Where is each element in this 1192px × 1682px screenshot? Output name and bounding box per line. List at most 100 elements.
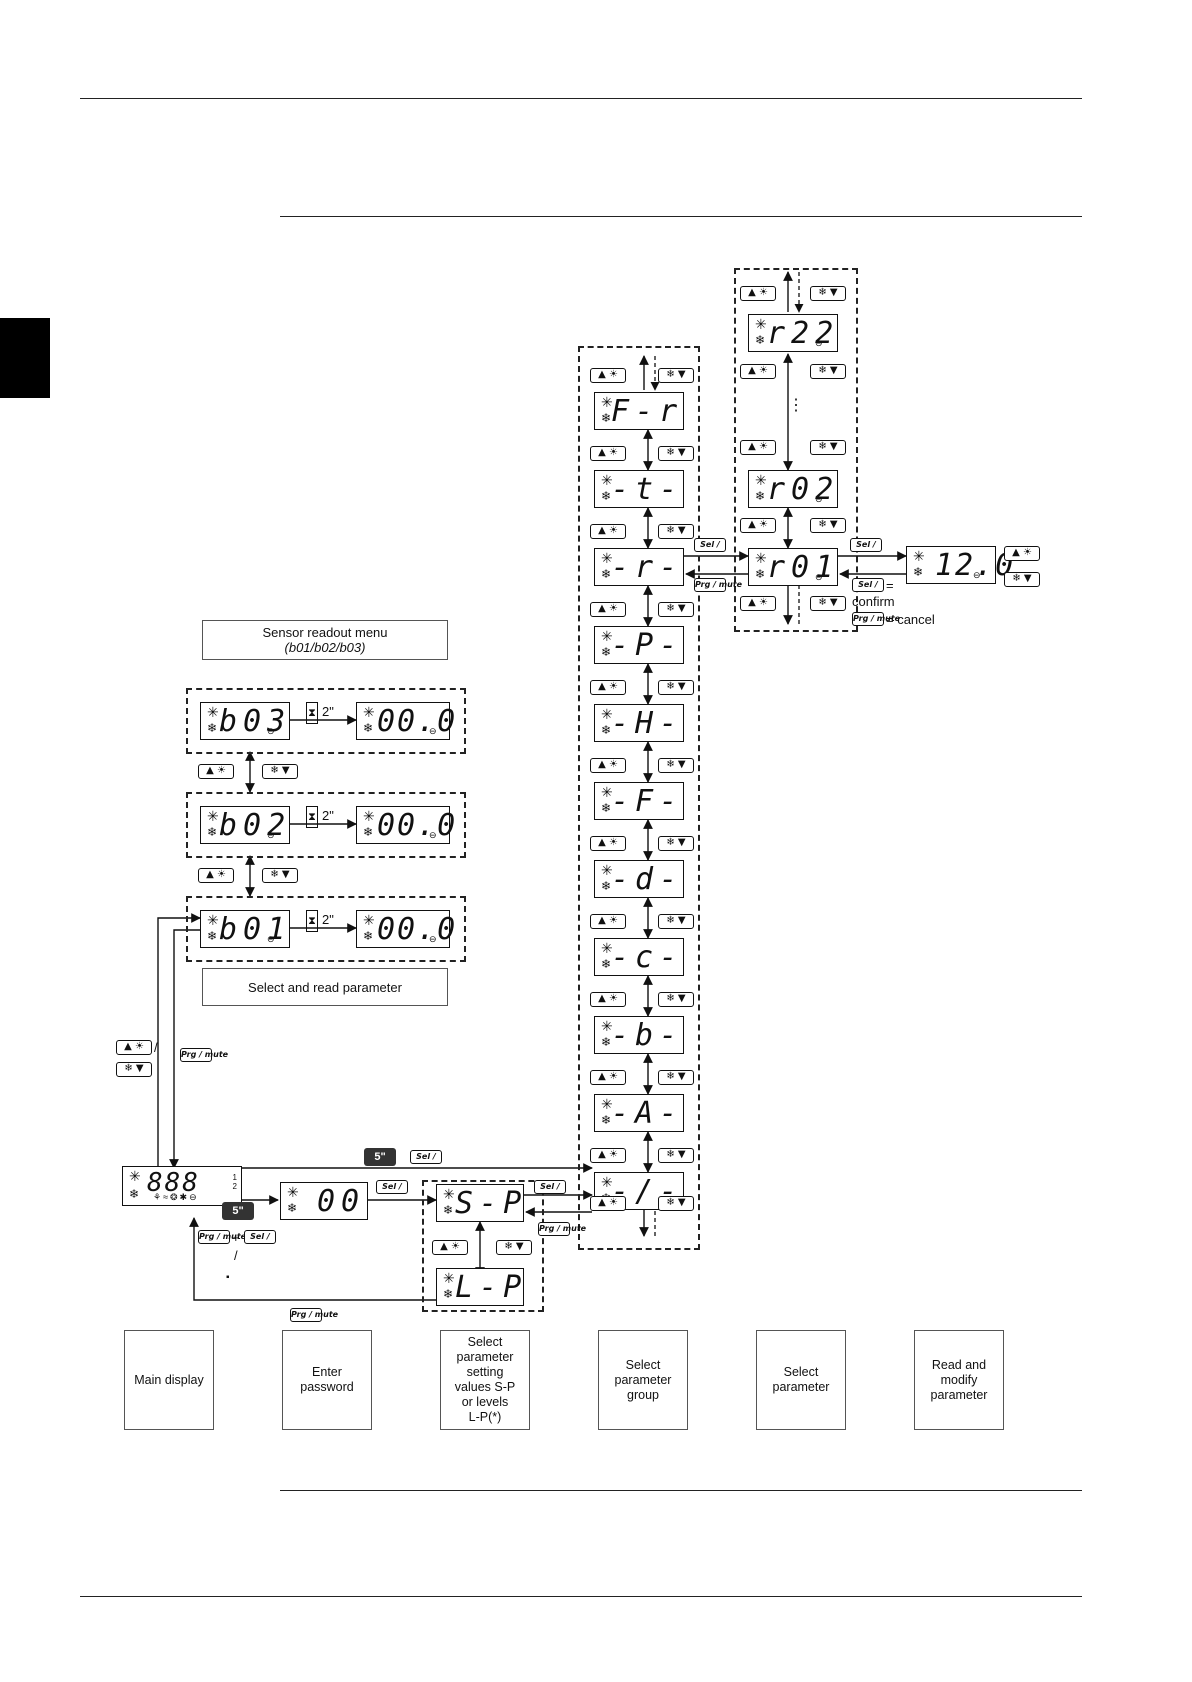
up-key[interactable]: ▲ ☀ — [740, 518, 776, 533]
step-text-1: Enter password — [300, 1365, 354, 1394]
status-icons: ⚘≈❂✱⊖ — [153, 1192, 199, 1202]
sensor-b03-frame — [186, 688, 466, 754]
param-r22-digits: r22 — [767, 316, 840, 351]
up-key[interactable]: ▲ ☀ — [590, 992, 626, 1007]
sensor-readout-menu-label: Sensor readout menu (b01/b02/b03) — [202, 620, 448, 660]
sel-key[interactable]: Sel / — [850, 538, 882, 552]
prg-key[interactable]: Prg / mute — [290, 1308, 338, 1322]
sensor-readout-sub: (b01/b02/b03) — [284, 640, 366, 655]
sensor-b01-frame — [186, 896, 466, 962]
sun-icon: ✳ — [755, 316, 767, 332]
up-key[interactable]: ▲ ☀ — [740, 440, 776, 455]
param-r02-digits: r02 — [767, 472, 840, 507]
down-key[interactable]: ❄ ▼ — [658, 992, 694, 1007]
step-box-2: Select parameter setting values S-P or l… — [440, 1330, 530, 1430]
snowflake-icon: ❄ — [601, 645, 612, 659]
snowflake-icon: ❄ — [207, 721, 218, 735]
down-key[interactable]: ❄ ▼ — [658, 368, 694, 383]
clock-icon: ⊖ — [267, 726, 275, 736]
sensor-value-digits: 00.0 — [377, 912, 458, 947]
up-key[interactable]: ▲ ☀ — [1004, 546, 1040, 561]
sel-key[interactable]: Sel / — [852, 578, 884, 592]
down-key[interactable]: ❄ ▼ — [658, 1070, 694, 1085]
up-key[interactable]: ▲ ☀ — [590, 1148, 626, 1163]
up-key[interactable]: ▲ ☀ — [116, 1040, 152, 1055]
section-bottom-rule — [280, 1490, 1082, 1491]
step-box-3: Select parameter group — [598, 1330, 688, 1430]
sel-key[interactable]: Sel / — [534, 1180, 566, 1194]
up-key[interactable]: ▲ ☀ — [590, 836, 626, 851]
param-column-frame — [734, 268, 858, 632]
down-key[interactable]: ❄ ▼ — [1004, 572, 1040, 587]
down-key[interactable]: ❄ ▼ — [810, 364, 846, 379]
up-key[interactable]: ▲ ☀ — [590, 1196, 626, 1211]
up-key[interactable]: ▲ ☀ — [590, 758, 626, 773]
prg-key[interactable]: Prg / mute — [180, 1048, 228, 1062]
up-key[interactable]: ▲ ☀ — [432, 1240, 468, 1255]
clock-icon: ⊖ — [815, 572, 823, 582]
snowflake-icon: ❄ — [755, 489, 766, 503]
down-key[interactable]: ❄ ▼ — [496, 1240, 532, 1255]
down-key[interactable]: ❄ ▼ — [658, 446, 694, 461]
up-key[interactable]: ▲ ☀ — [590, 602, 626, 617]
snowflake-icon: ❄ — [129, 1187, 140, 1201]
up-key[interactable]: ▲ ☀ — [740, 364, 776, 379]
down-key[interactable]: ❄ ▼ — [658, 758, 694, 773]
sel-key[interactable]: Sel / — [244, 1230, 276, 1244]
sun-icon: ✳ — [601, 550, 613, 566]
clock-icon: ⊖ — [429, 726, 437, 736]
down-key[interactable]: ❄ ▼ — [658, 1148, 694, 1163]
group-digits-6: -d- — [611, 862, 684, 897]
up-key[interactable]: ▲ ☀ — [740, 596, 776, 611]
hourglass-icon: ⧗ — [306, 910, 318, 932]
down-key[interactable]: ❄ ▼ — [810, 440, 846, 455]
param-r02-lcd: ✳ ❄ r02 ⊖ — [748, 470, 838, 508]
hourglass-icon: ⧗ — [306, 806, 318, 828]
prg-key[interactable]: Prg / mute — [538, 1222, 586, 1236]
down-key[interactable]: ❄ ▼ — [658, 602, 694, 617]
down-key[interactable]: ❄ ▼ — [658, 680, 694, 695]
down-key[interactable]: ❄ ▼ — [262, 764, 298, 779]
prg-key[interactable]: Prg / mute — [694, 578, 742, 592]
down-key[interactable]: ❄ ▼ — [658, 914, 694, 929]
group-digits-2: -r- — [611, 550, 684, 585]
sun-icon: ✳ — [207, 912, 219, 928]
down-key[interactable]: ❄ ▼ — [116, 1062, 152, 1077]
sensor-b02-frame — [186, 792, 466, 858]
down-key[interactable]: ❄ ▼ — [262, 868, 298, 883]
step-box-5: Read and modify parameter — [914, 1330, 1004, 1430]
sp-digits: S-P — [455, 1186, 528, 1221]
down-key[interactable]: ❄ ▼ — [658, 1196, 694, 1211]
snowflake-icon: ❄ — [755, 333, 766, 347]
up-key[interactable]: ▲ ☀ — [590, 1070, 626, 1085]
up-key[interactable]: ▲ ☀ — [590, 524, 626, 539]
snowflake-icon: ❄ — [755, 567, 766, 581]
group-lcd-0: ✳ ❄ F-r — [594, 392, 684, 430]
down-key[interactable]: ❄ ▼ — [810, 286, 846, 301]
prg-key[interactable]: Prg / mute — [198, 1230, 246, 1244]
sun-icon: ✳ — [601, 862, 613, 878]
snowflake-icon: ❄ — [601, 957, 612, 971]
down-key[interactable]: ❄ ▼ — [810, 596, 846, 611]
down-key[interactable]: ❄ ▼ — [658, 836, 694, 851]
down-key[interactable]: ❄ ▼ — [658, 524, 694, 539]
sel-key[interactable]: Sel / — [376, 1180, 408, 1194]
down-key[interactable]: ❄ ▼ — [810, 518, 846, 533]
prg-key[interactable]: Prg / mute — [852, 612, 900, 626]
snowflake-icon: ❄ — [207, 929, 218, 943]
up-key[interactable]: ▲ ☀ — [590, 914, 626, 929]
up-key[interactable]: ▲ ☀ — [590, 446, 626, 461]
up-key[interactable]: ▲ ☀ — [198, 868, 234, 883]
up-key[interactable]: ▲ ☀ — [590, 368, 626, 383]
up-key[interactable]: ▲ ☀ — [198, 764, 234, 779]
sel-key[interactable]: Sel / — [694, 538, 726, 552]
step-text-5: Read and modify parameter — [930, 1357, 988, 1402]
confirm-text: confirm — [852, 594, 895, 609]
sel-key[interactable]: Sel / — [410, 1150, 442, 1164]
snowflake-icon: ❄ — [601, 567, 612, 581]
sun-icon: ✳ — [601, 394, 613, 410]
up-key[interactable]: ▲ ☀ — [740, 286, 776, 301]
up-key[interactable]: ▲ ☀ — [590, 680, 626, 695]
